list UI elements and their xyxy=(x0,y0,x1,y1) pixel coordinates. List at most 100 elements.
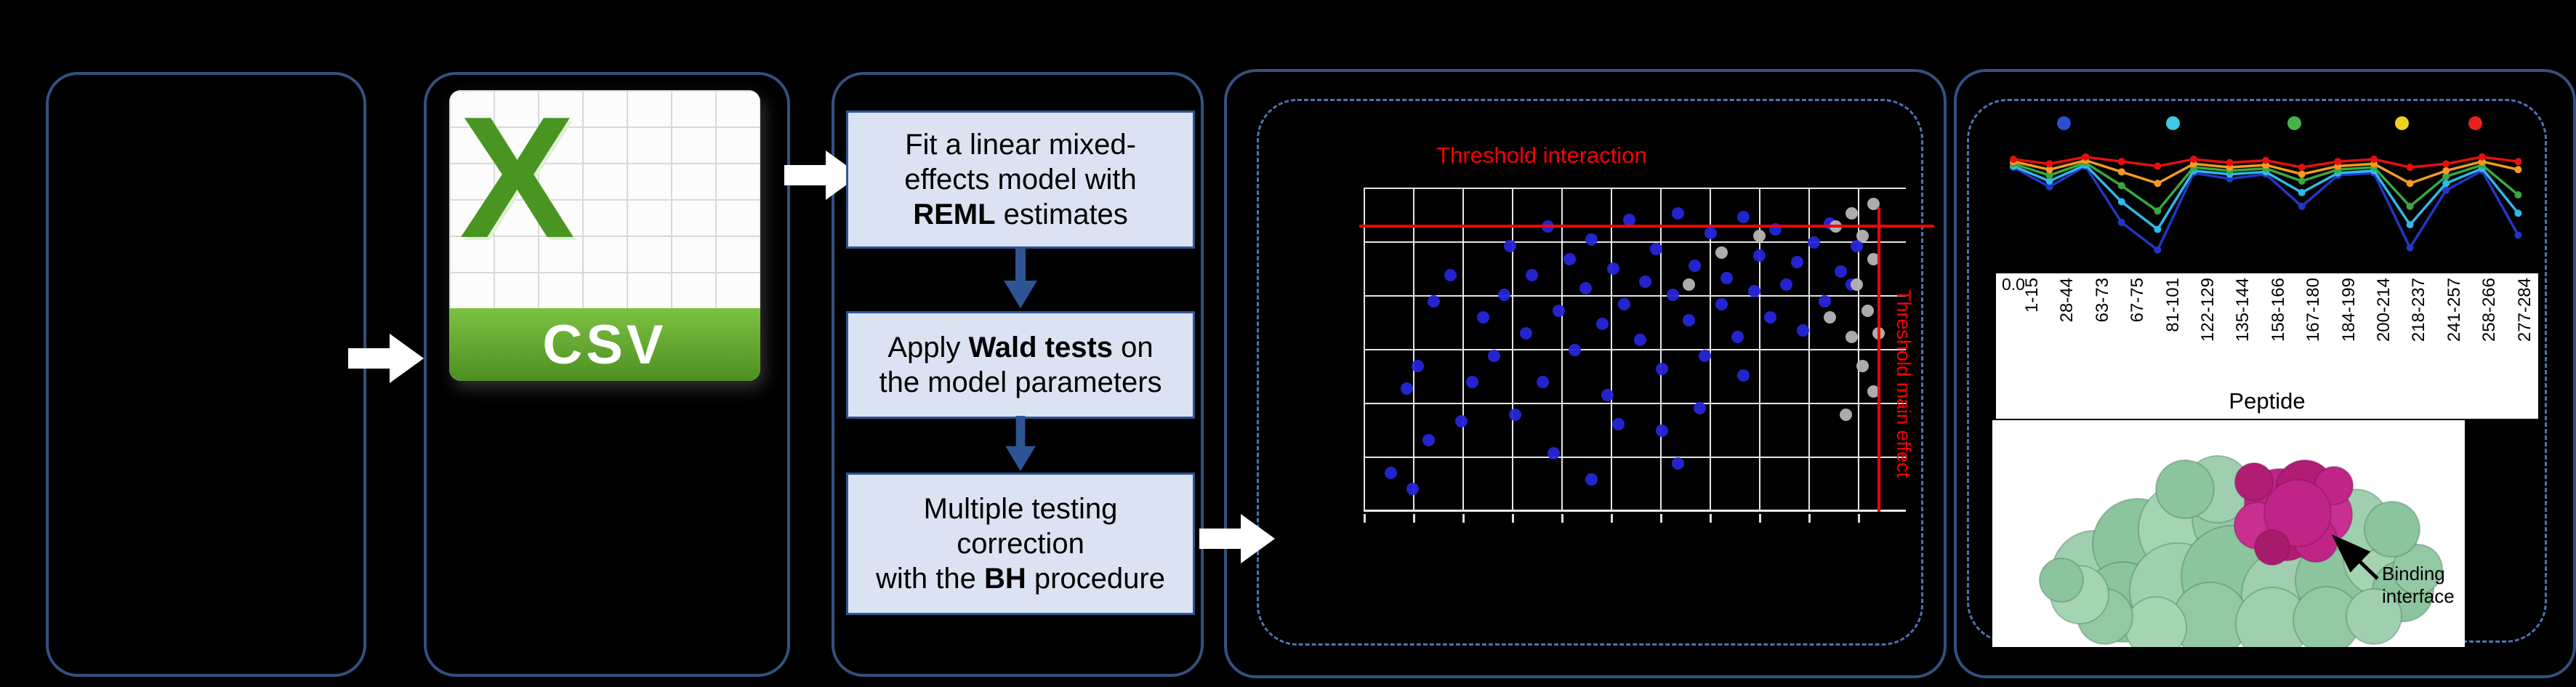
step-arrow-down-1-icon xyxy=(1004,247,1037,308)
peptide-tick-label: 184-199 xyxy=(2338,278,2359,342)
scatter-point xyxy=(1720,272,1734,285)
scatter-point xyxy=(1715,246,1728,259)
step-text-line: with the BH procedure xyxy=(876,563,1165,595)
scatter-point xyxy=(1498,288,1511,301)
peptide-tick-label: 167-180 xyxy=(2303,278,2324,342)
scatter-point xyxy=(1487,350,1500,363)
panel-statistical-modeling xyxy=(832,72,1204,677)
x-axis-tick xyxy=(1710,514,1712,523)
scatter-point xyxy=(1867,252,1880,265)
scatter-point xyxy=(1384,466,1397,479)
step-arrow-down-2-icon xyxy=(1005,416,1036,471)
threshold-interaction-line xyxy=(1359,225,1934,228)
csv-banner-label: CSV xyxy=(449,308,760,381)
scatter-point xyxy=(1845,207,1858,220)
scatter-title: Threshold interaction xyxy=(1436,142,1647,168)
step-text-line: REML estimates xyxy=(913,198,1128,230)
x-axis-tick xyxy=(1759,514,1761,523)
scatter-point xyxy=(1867,197,1880,210)
binding-interface-annotation: Binding interface xyxy=(2382,563,2455,608)
scatter-point xyxy=(1851,239,1864,252)
scatter-point xyxy=(1683,314,1696,327)
scatter-point xyxy=(1623,214,1636,227)
legend-dot xyxy=(2166,116,2180,130)
scatter-plot-area xyxy=(1359,188,1934,512)
scatter-point xyxy=(1834,265,1847,278)
x-axis-tick xyxy=(1512,514,1514,523)
step-text-line: the model parameters xyxy=(879,366,1162,398)
scatter-point xyxy=(1796,324,1809,337)
peptide-tick-label: 63-73 xyxy=(2092,278,2112,323)
dashed-results-box xyxy=(1257,99,1923,646)
legend-dot xyxy=(2468,116,2482,130)
legend-dot xyxy=(2287,116,2301,130)
scatter-point xyxy=(1856,230,1869,243)
scatter-point xyxy=(1791,256,1804,269)
scatter-point xyxy=(1547,447,1560,460)
scatter-point xyxy=(1851,278,1864,292)
scatter-point xyxy=(1525,268,1538,281)
scatter-point xyxy=(1579,281,1593,294)
scatter-point xyxy=(1840,408,1853,421)
panel-scatter-results xyxy=(1224,69,1947,678)
scatter-point xyxy=(1406,483,1419,496)
panel-csv-data xyxy=(424,72,790,677)
legend-dot xyxy=(2057,116,2071,130)
protein-panel: Binding interface xyxy=(1992,420,2465,647)
x-axis-label: Peptide xyxy=(2229,388,2306,414)
x-axis-tick xyxy=(1858,514,1860,523)
scatter-point xyxy=(1520,327,1533,340)
threshold-main-effect-line xyxy=(1877,207,1881,512)
binding-label-line1: Binding xyxy=(2382,563,2445,584)
scatter-point xyxy=(1845,330,1858,343)
scatter-point xyxy=(1444,268,1457,281)
scatter-point xyxy=(1867,385,1880,398)
step-text-line: Apply Wald tests on xyxy=(887,332,1154,363)
step-text-line: Fit a linear mixed- xyxy=(905,129,1136,161)
panel-experiment xyxy=(46,72,366,677)
scatter-point xyxy=(1824,310,1837,324)
scatter-point xyxy=(1731,330,1744,343)
scatter-right-axis-label: Threshold main effect xyxy=(1893,289,1915,478)
x-axis-tick xyxy=(1660,514,1662,523)
scatter-point xyxy=(1553,304,1566,317)
scatter-point xyxy=(1422,434,1436,447)
x-axis-tick xyxy=(1413,514,1415,523)
flow-arrow-3-icon xyxy=(1199,514,1275,563)
peptide-tick-label: 122-129 xyxy=(2198,278,2218,342)
scatter-point xyxy=(1612,418,1625,431)
step-text-line: correction xyxy=(957,528,1084,560)
scatter-point xyxy=(1633,334,1646,347)
scatter-point xyxy=(1688,259,1701,272)
scatter-point xyxy=(1672,457,1685,470)
scatter-point xyxy=(1747,285,1760,298)
scatter-point xyxy=(1736,369,1750,382)
scatter-point xyxy=(1753,249,1766,262)
scatter-point xyxy=(1401,382,1414,395)
x-axis-tick xyxy=(1561,514,1563,523)
scatter-point xyxy=(1650,243,1663,256)
peptide-legend xyxy=(1996,116,2538,134)
csv-page: X CSV xyxy=(449,90,760,381)
scatter-point xyxy=(1672,207,1685,220)
panel-peptide-mapping xyxy=(1954,69,2576,678)
scatter-point xyxy=(1601,388,1614,401)
scatter-point xyxy=(1585,233,1598,246)
scatter-point xyxy=(1666,288,1679,301)
step-text-line: effects model with xyxy=(904,164,1137,196)
x-axis-tick xyxy=(1808,514,1811,523)
peptide-tick-label: 1-15 xyxy=(2022,278,2042,313)
scatter-point xyxy=(1704,226,1717,239)
scatter-point xyxy=(1503,239,1516,252)
scatter-point xyxy=(1454,414,1468,427)
scatter-point xyxy=(1856,359,1869,372)
scatter-point xyxy=(1569,343,1582,356)
scatter-point xyxy=(1780,278,1793,292)
csv-file-icon: X CSV xyxy=(449,90,760,381)
peptide-tick-label: 158-166 xyxy=(2268,278,2288,342)
scatter-point xyxy=(1606,262,1619,275)
scatter-point xyxy=(1536,376,1549,389)
